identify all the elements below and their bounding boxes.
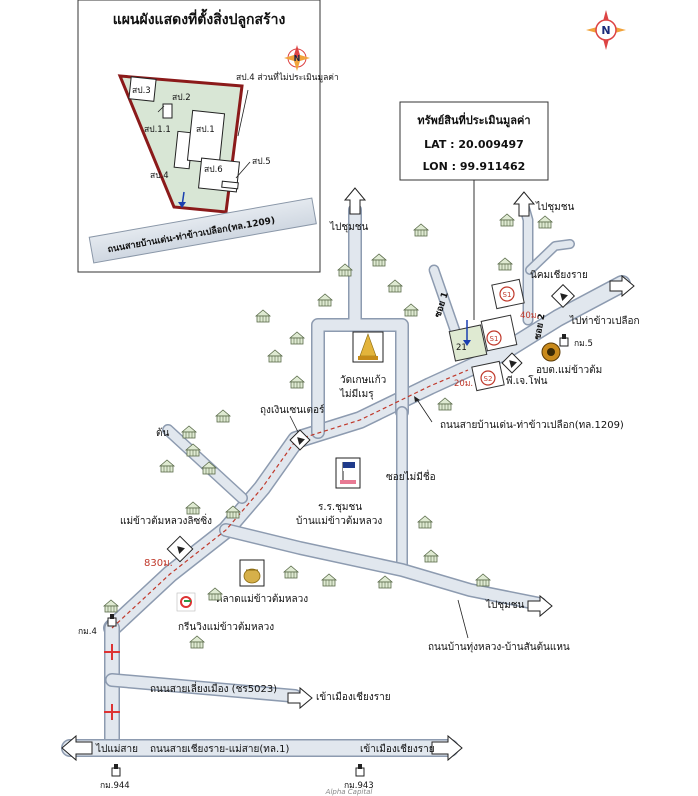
label-road-route1: ถนนสายเชียงราย-แม่สาย(ทล.1) — [150, 743, 289, 755]
obt-seal-icon — [541, 342, 561, 362]
label-wat-sub: ไม่มีเมรุ — [339, 388, 374, 400]
asset-lon: LON : 99.911462 — [423, 160, 526, 173]
building-sp2 — [162, 103, 173, 119]
inset-plan: แผนผังแสดงที่ตั้งสิ่งปลูกสร้าง N สป.3 สป… — [77, 0, 339, 273]
compass-n-label: N — [601, 24, 610, 37]
label-road-thung: ถนนบ้านทุ่งหลวง-บ้านสันต้นแหน — [428, 641, 570, 653]
distance-route — [111, 369, 469, 629]
school-icon — [335, 457, 361, 489]
label-to-chiangrai-city-2: เข้าเมืองเชียงราย — [360, 743, 435, 755]
asset-info-box: ทรัพย์สินที่ประเมินมูลค่า LAT : 20.00949… — [399, 101, 549, 320]
label-obt: อบต.แม่ข้าวต้ม — [536, 364, 602, 376]
km944-post-icon — [111, 763, 121, 777]
junction-markers — [104, 644, 120, 720]
label-wat: วัดเกษแก้ว — [340, 374, 386, 386]
km943-post-icon — [355, 763, 365, 777]
label-to-community-right: ไปชุมชน — [535, 201, 575, 213]
label-soi-no-name: ซอยไม่มีชื่อ — [386, 469, 436, 483]
label-sp6: สป.6 — [204, 165, 223, 175]
building-sp3 — [128, 76, 157, 102]
arrow-to-community-east — [527, 594, 553, 618]
label-school-sub: บ้านแม่ข้าวต้มหลวง — [296, 515, 382, 527]
label-soi-2: ซอย 2 — [533, 313, 547, 341]
maekhao-marker-icon — [166, 535, 194, 563]
label-ton: ต้น — [156, 427, 169, 439]
label-to-community-top: ไปชุมชน — [329, 221, 369, 233]
pj-marker-icon — [501, 352, 523, 374]
label-sp5: สป.5 — [252, 157, 271, 167]
label-school: ร.ร.ชุมชน — [318, 502, 362, 513]
label-road-bypass: ถนนสายเลี่ยงเมือง (ชร5023) — [150, 681, 277, 695]
footer-watermark: Alpha Capital — [325, 788, 373, 796]
inset-note-text: สป.4 ส่วนที่ไม่ประเมินมูลค่า — [236, 71, 339, 83]
distance-830m: 830ม. — [144, 558, 173, 569]
label-to-thakhao: ไปท่าข้าวเปลือก — [569, 315, 640, 327]
asset-title: ทรัพย์สินที่ประเมินมูลค่า — [417, 112, 530, 128]
label-pj: พี.เจ.โฟน — [506, 374, 548, 387]
north-compass-icon: N — [586, 10, 626, 50]
nikhom-marker-icon — [550, 283, 576, 309]
plot-s1-top: S1 — [503, 291, 512, 299]
market-icon — [239, 559, 265, 587]
label-to-chiangrai-city: เข้าเมืองเชียงราย — [316, 691, 391, 703]
label-sp4: สป.4 — [150, 171, 169, 181]
inset-compass-icon: N — [284, 45, 310, 71]
label-market: ตลาดแม่ข้าวต้มหลวง — [216, 593, 308, 605]
label-sp1: สป.1 — [196, 125, 215, 135]
arrow-to-community-top — [343, 187, 367, 215]
plot-s2: S2 — [484, 375, 493, 383]
asset-lat: LAT : 20.009497 — [424, 138, 524, 151]
arrow-to-community-right — [512, 191, 536, 217]
green-logo-icon — [176, 592, 196, 612]
wat-icon — [352, 331, 384, 363]
inset-title: แผนผังแสดงที่ตั้งสิ่งปลูกสร้าง — [113, 8, 286, 28]
label-km944: กม.944 — [100, 781, 130, 791]
label-sp2: สป.2 — [172, 93, 191, 103]
inset-compass-n: N — [294, 54, 301, 63]
arrow-to-thakhao — [609, 274, 635, 298]
building-sp1 — [186, 109, 226, 165]
label-sp11: สป.1.1 — [144, 125, 171, 135]
label-kungngern: ถุงเงินเซนเตอร์ — [260, 404, 325, 416]
subject-plots: 21 S1 S1 S2 — [448, 278, 525, 392]
label-to-community-east: ไปชุมชน — [485, 599, 525, 611]
inset-note: สป.4 ส่วนที่ไม่ประเมินมูลค่า — [236, 71, 339, 83]
inset-road — [88, 197, 317, 264]
label-km943: กม.943 — [344, 781, 374, 791]
distance-20m: 20ม. — [454, 379, 473, 389]
arrow-to-chiangrai-city-2 — [431, 734, 463, 762]
label-nikhom: นิคมเชียงราย — [530, 269, 588, 281]
label-sp3: สป.3 — [132, 86, 151, 96]
label-to-maesai: ไปแม่สาย — [95, 743, 138, 755]
arrow-to-maesai — [61, 734, 93, 762]
plot-s1-mid: S1 — [490, 335, 499, 343]
label-km5: กม.5 — [574, 339, 593, 349]
kungngern-marker-icon — [289, 429, 311, 451]
label-green: กรีนวิงแม่ข้าวต้มหลวง — [178, 621, 274, 633]
distance-40m: 40ม. — [520, 311, 539, 321]
km5-post-icon — [559, 333, 569, 347]
arrow-to-chiangrai-city — [287, 686, 313, 710]
building-sp5 — [221, 180, 239, 190]
label-maekhao: แม่ข้าวต้มหลวงลิซซิ่ง — [120, 513, 212, 527]
plot-21: 21 — [456, 343, 467, 353]
label-road-main: ถนนสายบ้านเด่น-ท่าข้าวเปลือก(ทล.1209) — [440, 419, 624, 431]
label-km4: กม.4 — [78, 627, 97, 637]
